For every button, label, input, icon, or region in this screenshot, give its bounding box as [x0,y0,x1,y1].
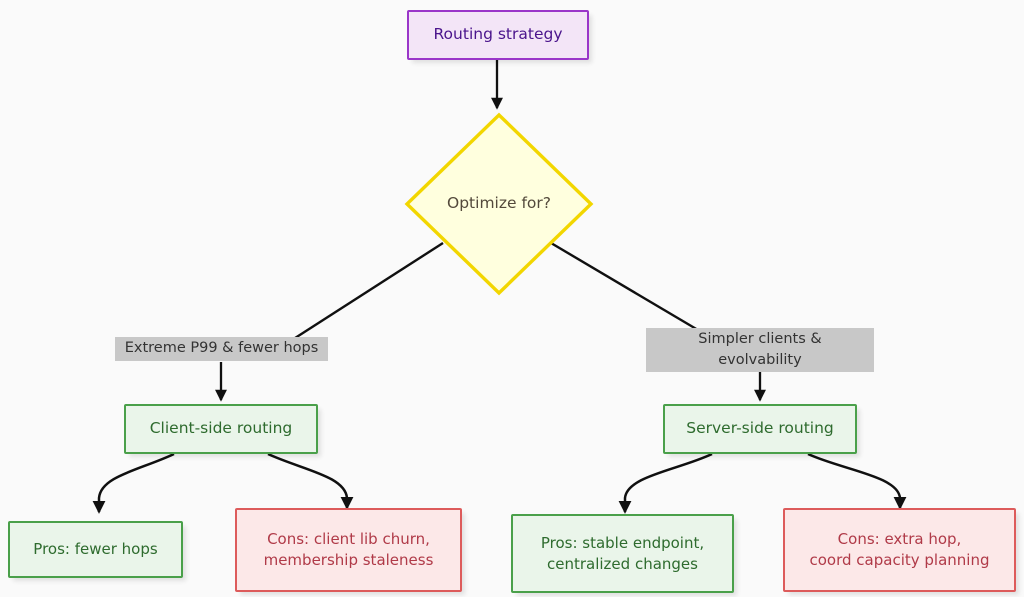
edge-client-routing-to-cons [267,452,354,510]
node-optimize-for-decision[interactable]: Optimize for? [404,112,594,296]
edge-server-routing-to-cons [807,452,907,510]
edge-client-routing-to-pros [92,452,175,514]
node-client-pros[interactable]: Pros: fewer hops [8,521,183,578]
node-routing-strategy[interactable]: Routing strategy [407,10,589,60]
node-server-cons[interactable]: Cons: extra hop, coord capacity planning [783,508,1016,592]
edge-label-right-branch: Simpler clients & evolvability [646,328,874,372]
node-client-cons[interactable]: Cons: client lib churn, membership stale… [235,508,462,592]
node-server-pros[interactable]: Pros: stable endpoint, centralized chang… [511,514,734,593]
edge-server-routing-to-pros [618,452,713,514]
node-client-side-routing[interactable]: Client-side routing [124,404,318,454]
node-server-side-routing[interactable]: Server-side routing [663,404,857,454]
diamond-shape [404,112,594,296]
edge-label-left-branch: Extreme P99 & fewer hops [115,337,328,361]
decision-label: Optimize for? [447,194,551,213]
